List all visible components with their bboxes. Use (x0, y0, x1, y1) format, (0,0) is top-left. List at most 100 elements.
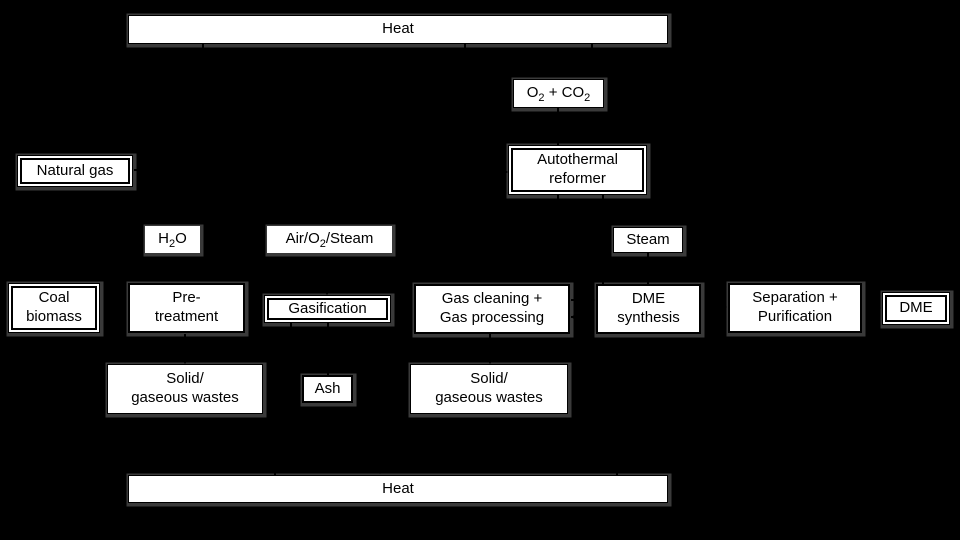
arrow-line-stub (557, 195, 559, 201)
node-pre-treatment: Pre-treatment (128, 283, 245, 333)
arrow-line-stub (591, 44, 593, 49)
label-line: Separation + (752, 289, 837, 308)
node-label-separation-purification: Separation +Purification (730, 285, 860, 331)
label-text: H (158, 230, 170, 248)
arrow-line-stub (489, 334, 491, 339)
node-label-heat-bottom: Heat (129, 476, 667, 502)
label-text: Solid/ (166, 370, 204, 388)
subscript-text: 2 (169, 238, 176, 251)
label-line: reformer (549, 170, 606, 189)
label-line: Autothermal (537, 151, 618, 170)
arrowhead-icon (875, 304, 881, 312)
label-text: synthesis (617, 309, 680, 326)
arrowhead-icon (502, 168, 508, 176)
label-line: Gas cleaning + (442, 290, 542, 309)
arrow-line-stub (184, 334, 186, 339)
arrowhead-icon (322, 288, 332, 295)
node-label-natural-gas: Natural gas (20, 158, 130, 184)
arrow-line-stub (602, 277, 604, 284)
node-label-h2o: H2O (145, 226, 200, 253)
node-wastes-right: Solid/gaseous wastes (410, 364, 568, 414)
label-text: Heat (382, 20, 414, 38)
node-o2-co2: O2 + CO2 (513, 79, 604, 108)
label-text: /Steam (325, 230, 374, 248)
label-line: DME (632, 290, 665, 309)
label-text: Coal (38, 289, 70, 307)
node-label-dme: DME (885, 295, 947, 322)
label-text: Ash (314, 379, 341, 397)
node-ash: Ash (302, 375, 353, 403)
label-text: gaseous wastes (435, 389, 543, 406)
node-steam: Steam (613, 227, 683, 253)
label-text: Solid/ (470, 370, 508, 388)
node-gas-cleaning: Gas cleaning +Gas processing (414, 284, 570, 334)
arrow-line-stub (616, 468, 618, 475)
node-wastes-left: Solid/gaseous wastes (107, 364, 263, 414)
node-label-air-o2-steam: Air/O2/Steam (267, 226, 392, 253)
node-h2o: H2O (145, 226, 200, 253)
label-text: Gas processing (439, 309, 545, 326)
arrowhead-icon (589, 296, 595, 304)
arrow-line-stub (327, 323, 329, 328)
node-separation-purification: Separation +Purification (728, 283, 862, 333)
arrow-line-stub (602, 195, 604, 201)
label-line: H2O (158, 230, 187, 251)
arrow-line-stub (134, 169, 140, 171)
label-text: biomass (26, 308, 82, 325)
arrow-line-stub (647, 253, 649, 258)
arrow-line-stub (571, 299, 579, 301)
label-text: treatment (154, 308, 219, 325)
arrow-line-stub (557, 108, 559, 113)
label-text: Pre- (172, 289, 201, 307)
label-line: treatment (155, 308, 218, 327)
node-label-heat-top: Heat (129, 16, 667, 43)
label-line: Solid/ (470, 370, 508, 389)
label-text: Gasification (288, 299, 367, 317)
arrow-line-stub (557, 139, 559, 145)
label-line: Pre- (172, 289, 200, 308)
node-label-pre-treatment: Pre-treatment (130, 285, 243, 331)
node-label-ash: Ash (304, 377, 351, 401)
arrow-line-stub (290, 323, 292, 328)
arrow-line-stub (274, 468, 276, 475)
arrow-line-stub (464, 44, 466, 49)
label-text: Air/O (285, 230, 320, 248)
node-air-o2-steam: Air/O2/Steam (267, 226, 392, 253)
arrowhead-icon (721, 303, 727, 311)
label-line: DME (899, 299, 932, 318)
label-line: Natural gas (37, 162, 114, 181)
arrowhead-icon (571, 313, 577, 321)
label-line: gaseous wastes (131, 389, 239, 408)
arrow-line-stub (647, 277, 649, 284)
label-text: Separation + (752, 289, 838, 307)
label-text: Steam (626, 230, 670, 248)
label-text: reformer (549, 170, 606, 187)
node-label-gas-cleaning: Gas cleaning +Gas processing (416, 286, 568, 332)
label-line: Solid/ (166, 370, 204, 389)
subscript-text: 2 (584, 92, 591, 105)
label-text: O (175, 230, 187, 248)
subscript-text: 2 (538, 92, 545, 105)
arrowhead-icon (180, 357, 190, 364)
subscript-text: 2 (319, 238, 326, 251)
label-text: Purification (757, 308, 833, 325)
arrowhead-icon (375, 467, 385, 474)
label-text: + CO (544, 84, 585, 102)
label-text: gaseous wastes (131, 389, 239, 406)
label-line: Gasification (288, 300, 366, 319)
arrow-line-stub (202, 44, 204, 49)
node-label-gasification: Gasification (267, 298, 388, 320)
label-line: Heat (382, 20, 414, 39)
node-natural-gas: Natural gas (17, 155, 133, 187)
label-line: Heat (382, 480, 414, 499)
label-line: Purification (758, 308, 832, 327)
label-line: synthesis (617, 309, 680, 328)
label-text: Autothermal (537, 151, 618, 169)
node-label-wastes-left: Solid/gaseous wastes (108, 365, 262, 413)
node-heat-top: Heat (128, 15, 668, 44)
node-heat-bottom: Heat (128, 475, 668, 503)
